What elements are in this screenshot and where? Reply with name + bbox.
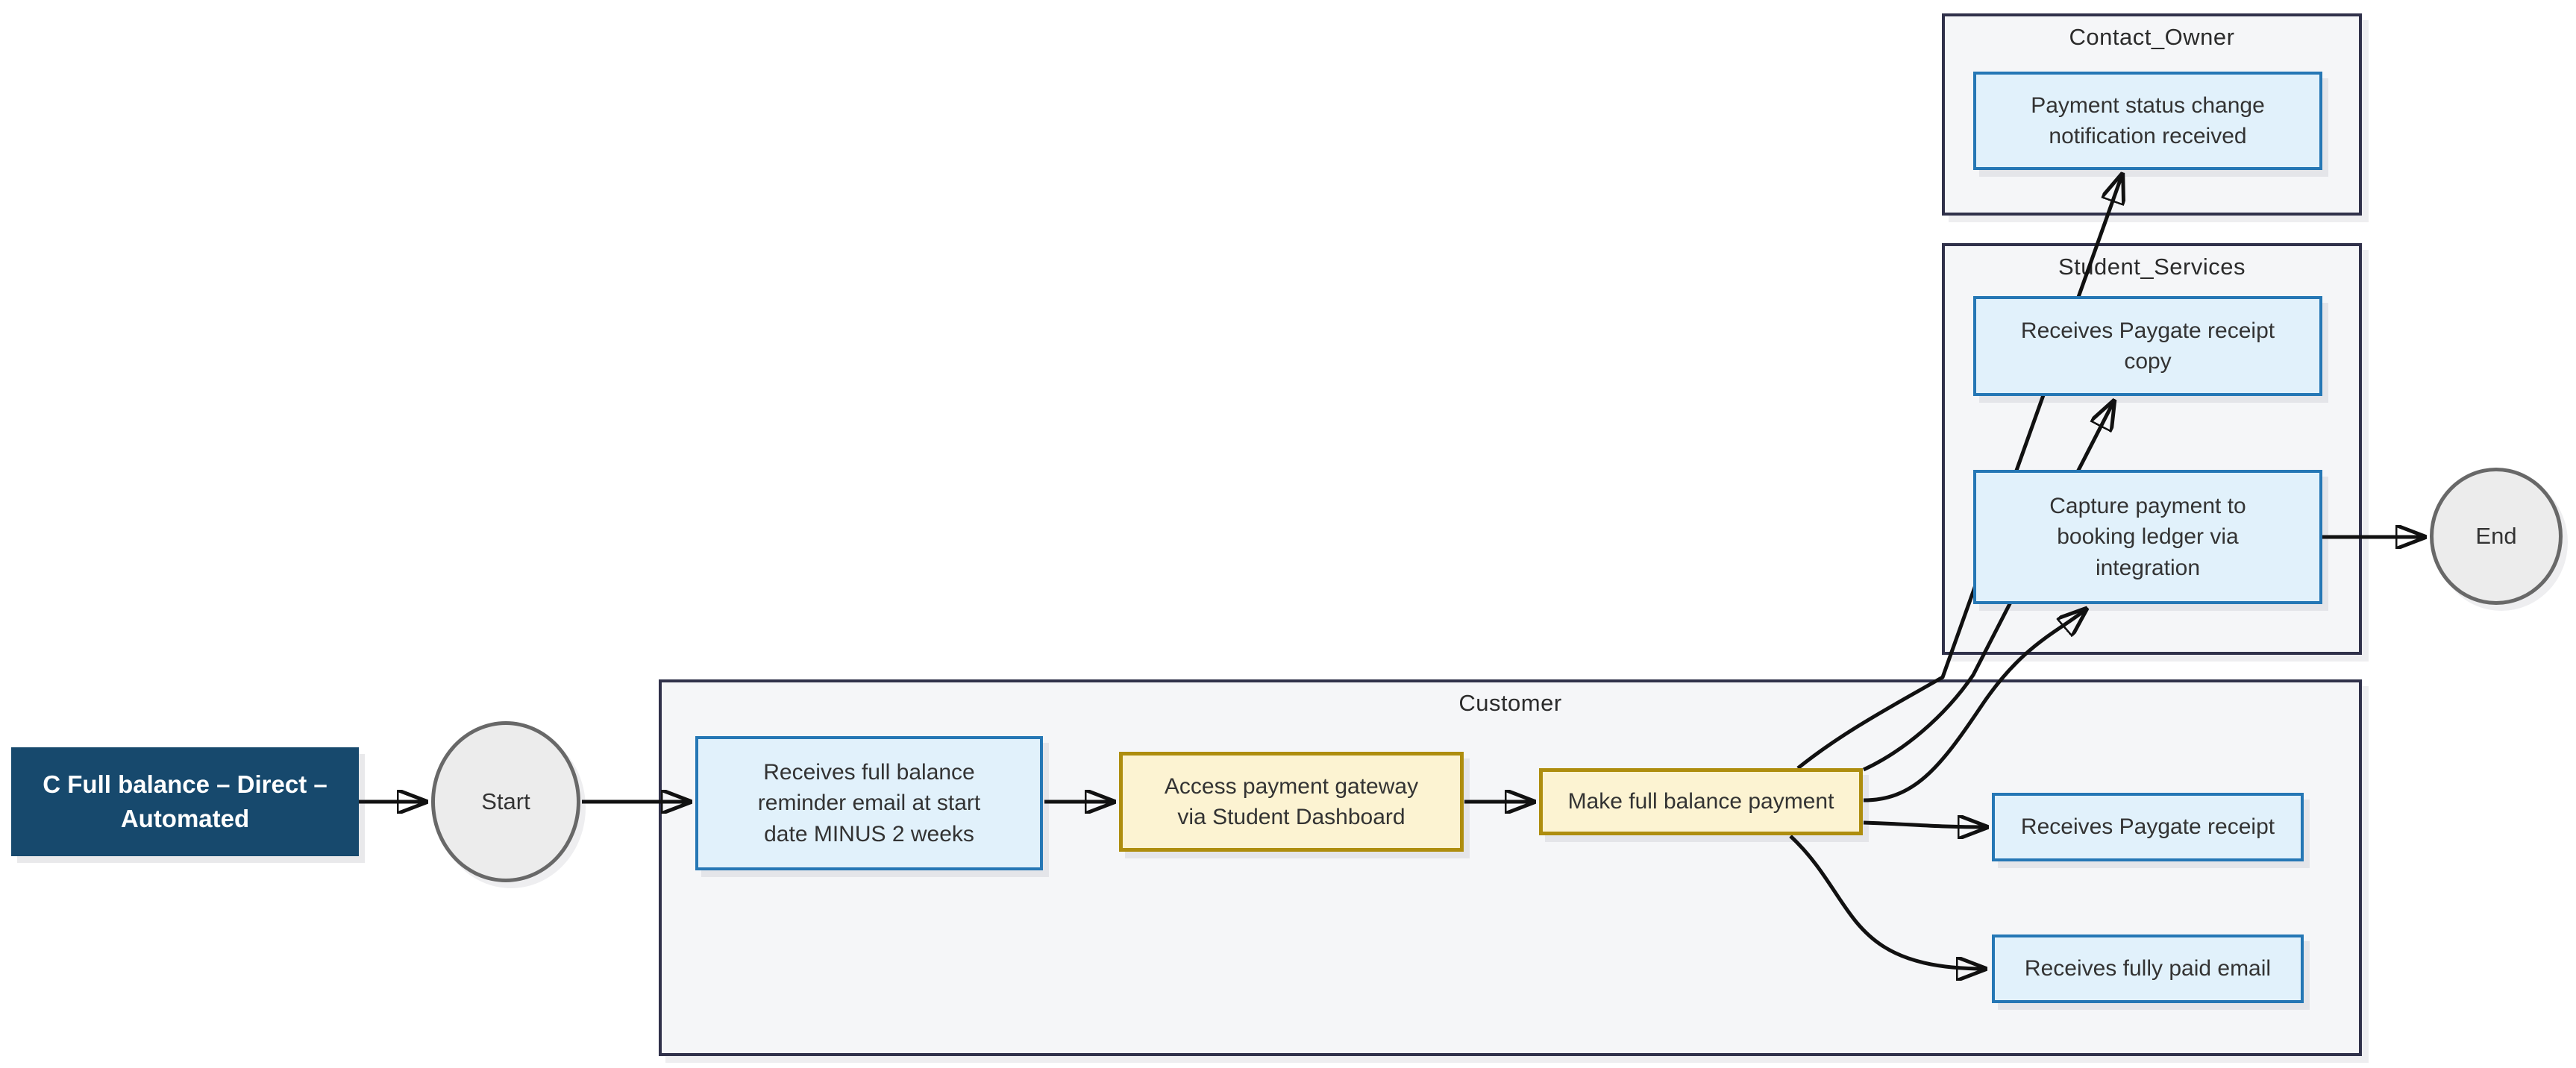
node-status-notification-label: Payment status change notification recei… <box>2031 92 2265 148</box>
node-reminder-email-label: Receives full balance reminder email at … <box>757 759 981 846</box>
node-access-gateway-label: Access payment gateway via Student Dashb… <box>1164 773 1419 829</box>
lane-contact-owner-label: Contact_Owner <box>2069 24 2235 50</box>
node-status-notification: Payment status change notification recei… <box>1973 72 2322 170</box>
arrow-payment-receipt <box>1863 823 1987 827</box>
node-make-payment-label: Make full balance payment <box>1567 789 1834 814</box>
diagram-title: C Full balance – Direct – Automated <box>11 747 359 856</box>
node-fully-paid-email: Receives fully paid email <box>1992 934 2304 1003</box>
node-fully-paid-email-label: Receives fully paid email <box>2024 956 2272 981</box>
arrow-payment-fullypaid <box>1789 835 1986 969</box>
end-label: End <box>2475 523 2517 549</box>
node-paygate-receipt: Receives Paygate receipt <box>1992 793 2304 861</box>
arrow-payment-receiptcopy <box>1862 400 2114 772</box>
arrow-payment-capture <box>1863 609 2087 802</box>
start-label: Start <box>481 788 530 814</box>
node-capture-payment-label: Capture payment to booking ledger via in… <box>2049 493 2246 580</box>
node-receipt-copy: Receives Paygate receipt copy <box>1973 296 2322 396</box>
node-access-gateway: Access payment gateway via Student Dashb… <box>1119 752 1464 852</box>
node-receipt-copy-label: Receives Paygate receipt copy <box>2020 318 2275 374</box>
node-reminder-email: Receives full balance reminder email at … <box>695 736 1043 870</box>
node-make-payment: Make full balance payment <box>1539 768 1863 835</box>
lane-customer-label: Customer <box>1458 690 1562 716</box>
arrow-payment-statusnotification <box>1796 174 2122 770</box>
node-paygate-receipt-label: Receives Paygate receipt <box>2020 814 2275 840</box>
node-capture-payment: Capture payment to booking ledger via in… <box>1973 470 2322 604</box>
diagram-title-text: C Full balance – Direct – Automated <box>43 770 328 832</box>
start-node: Start <box>431 721 580 882</box>
end-node: End <box>2430 468 2563 605</box>
